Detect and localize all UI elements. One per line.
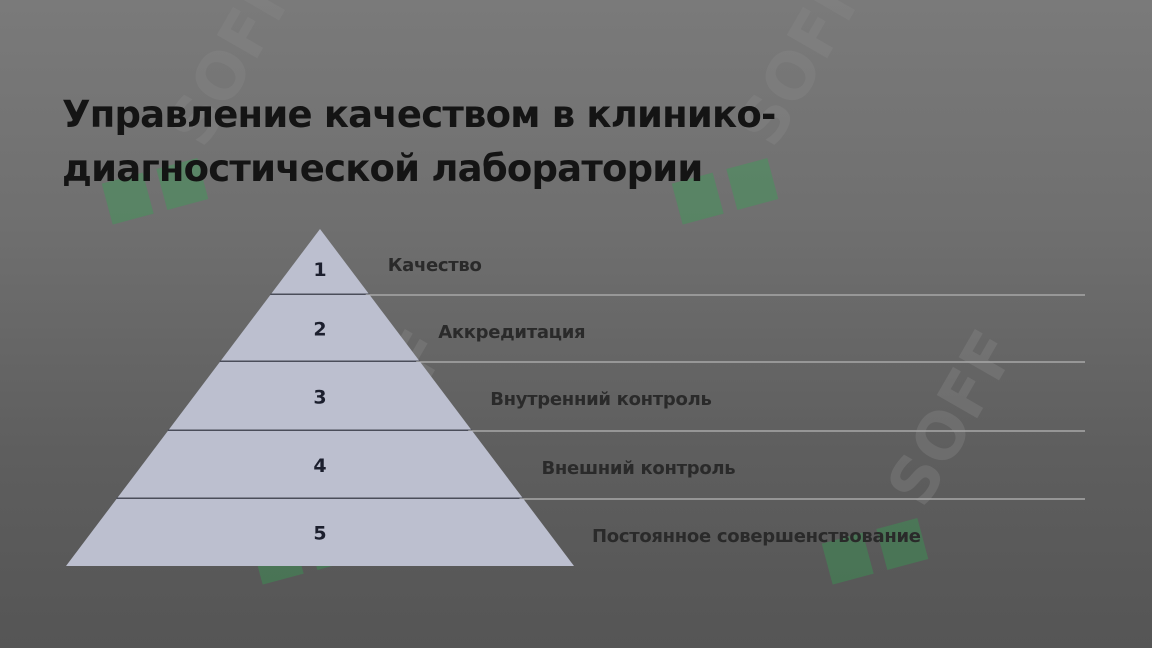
pyramid-level-3 — [167, 362, 473, 431]
watermark-logo-icon — [671, 158, 779, 225]
pyramid-item-label: Аккредитация — [438, 322, 585, 343]
pyramid-level-2 — [219, 295, 421, 362]
pyramid-level-number: 3 — [313, 387, 326, 409]
watermark-logo-icon — [101, 158, 209, 225]
pyramid-item-label: Постоянное совершенствование — [592, 526, 921, 547]
watermark-logo-icon — [821, 518, 929, 585]
pyramid-labels: 1 Качество 2 Аккредитация 3 Внутренний контро… — [313, 255, 921, 547]
pyramid-level-4 — [116, 431, 524, 499]
pyramid-level-1 — [270, 229, 370, 295]
slide-title-line-2: диагностической лаборатории — [62, 147, 703, 190]
pyramid-item-label: Качество — [388, 255, 482, 276]
pyramid-level-number: 2 — [313, 319, 326, 341]
slide-title: Управление качеством в клинико- диагност… — [62, 88, 962, 196]
pyramid-level-number: 4 — [313, 455, 326, 477]
watermark-text: SOFF — [874, 319, 1032, 519]
pyramid-level-number: 1 — [313, 259, 326, 281]
pyramid-level-5 — [66, 499, 574, 566]
watermark-mark: SOFF — [821, 319, 1032, 585]
pyramid-item-label: Внутренний контроль — [490, 389, 711, 410]
pyramid — [66, 229, 1085, 566]
slide-title-line-1: Управление качеством в клинико- — [62, 93, 776, 136]
pyramid-level-number: 5 — [313, 523, 326, 545]
pyramid-item-label: Внешний контроль — [542, 458, 736, 479]
